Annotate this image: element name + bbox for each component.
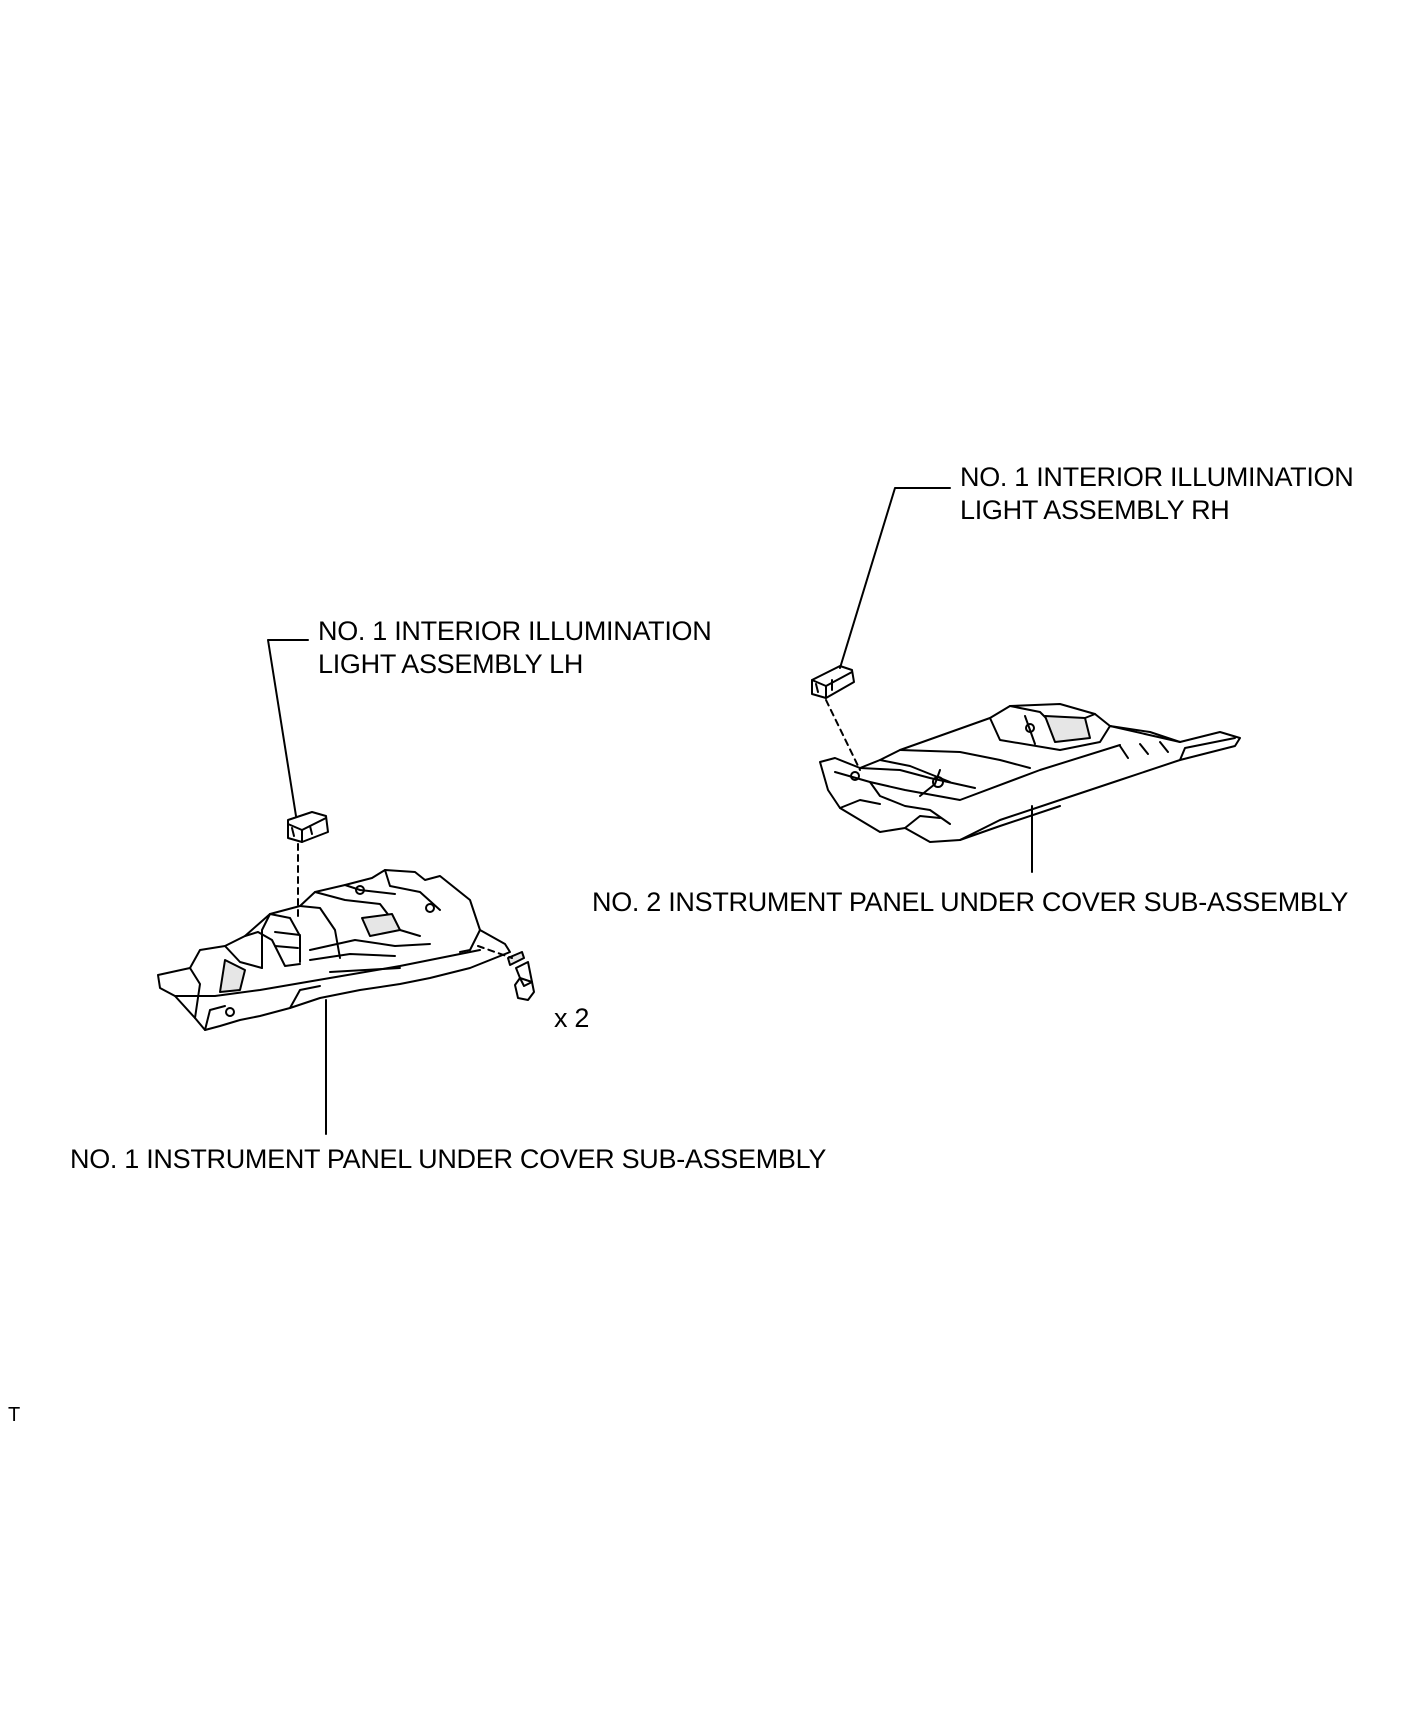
light-assembly-rh-label-line1: NO. 1 INTERIOR ILLUMINATION (960, 462, 1354, 492)
screw-install-dashed-line (477, 945, 513, 959)
no1-under-cover-label: NO. 1 INSTRUMENT PANEL UNDER COVER SUB-A… (70, 1144, 827, 1174)
light-assembly-rh-label-line2: LIGHT ASSEMBLY RH (960, 495, 1230, 525)
light-rh-install-dashed-line (825, 699, 861, 771)
light-assembly-lh-part (287, 811, 329, 843)
light-assembly-lh-label-line2: LIGHT ASSEMBLY LH (318, 649, 584, 679)
light-assembly-lh-label-line1: NO. 1 INTERIOR ILLUMINATION (318, 616, 712, 646)
light-rh-leader-line (839, 487, 951, 669)
figure-code-label: T (8, 1404, 20, 1426)
no2-under-cover-part (819, 703, 1241, 843)
light-assembly-rh-part (811, 665, 855, 699)
light-assembly-rh-label: NO. 1 INTERIOR ILLUMINATION LIGHT ASSEMB… (960, 461, 1354, 527)
light-assembly-lh-label: NO. 1 INTERIOR ILLUMINATION LIGHT ASSEMB… (318, 615, 712, 681)
no1-under-cover-part (157, 869, 511, 1031)
light-lh-leader-line (267, 639, 309, 817)
screw-part (507, 951, 535, 1001)
screw-quantity-label: x 2 (554, 1003, 590, 1033)
no2-under-cover-label: NO. 2 INSTRUMENT PANEL UNDER COVER SUB-A… (592, 887, 1349, 917)
